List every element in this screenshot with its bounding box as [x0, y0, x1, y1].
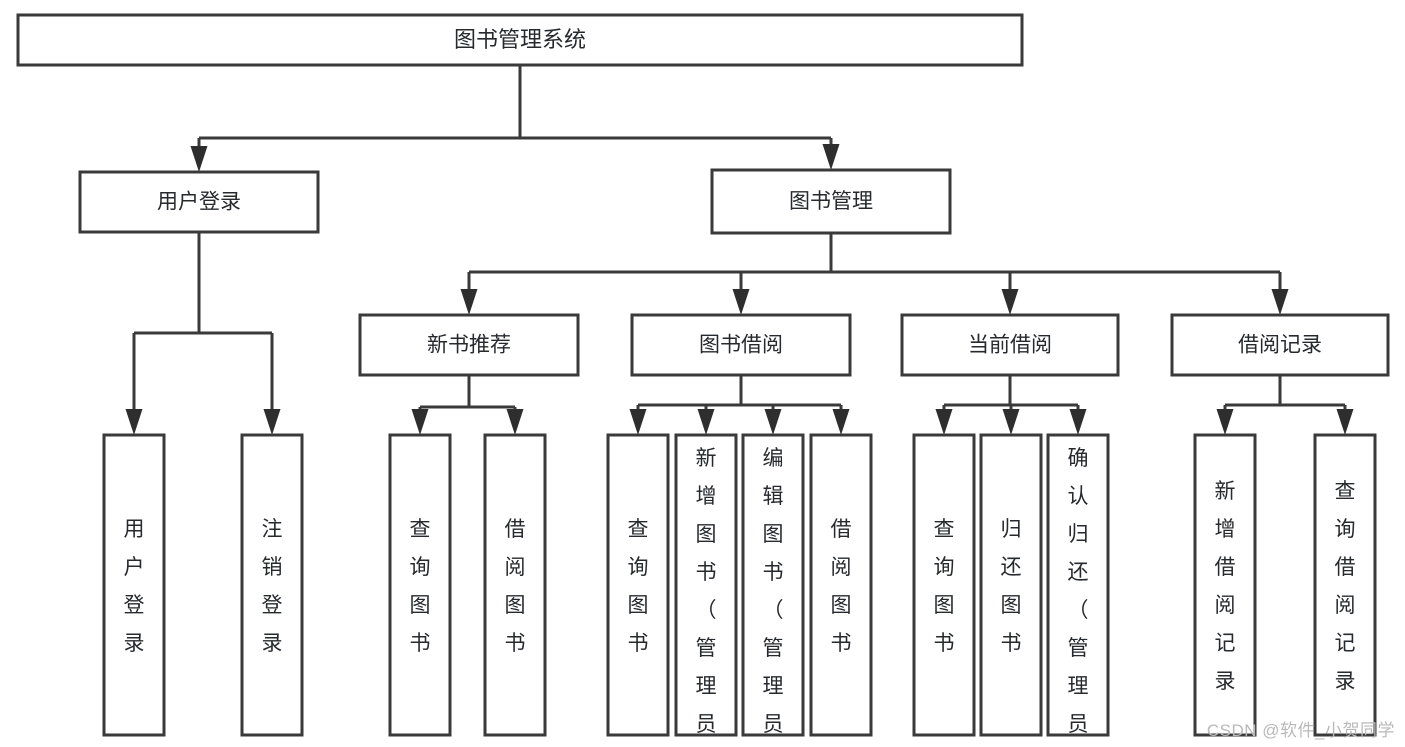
csdn-watermark: CSDN @软件_小贺同学 [1206, 721, 1395, 740]
node-label: 查询借阅记录 [1335, 480, 1356, 693]
node-label: 借阅记录 [1238, 334, 1322, 357]
node-label: 确认归还（管理员） [1068, 447, 1089, 747]
node-user-login[interactable]: 用户登录 [78, 170, 320, 234]
node-book-manage[interactable]: 图书管理 [710, 168, 952, 235]
node-current-borrow[interactable]: 当前借阅 [900, 313, 1120, 377]
node-leaf-query-book-borrow[interactable]: 查询图书 [606, 433, 670, 737]
node-label: 图书管理 [789, 190, 873, 213]
node-leaf-confirm-return[interactable]: 确认归还（管理员） [1046, 433, 1110, 747]
node-label: 图书管理系统 [454, 27, 586, 52]
node-label: 新增图书（管理员） [696, 447, 717, 747]
node-layer: 图书管理系统用户登录图书管理新书推荐图书借阅当前借阅借阅记录用户登录注销登录查询… [16, 13, 1390, 747]
node-new-book-recommend[interactable]: 新书推荐 [358, 313, 580, 377]
connector-group [190, 65, 840, 172]
node-leaf-query-book-cur[interactable]: 查询图书 [912, 433, 976, 737]
node-label: 查询图书 [628, 518, 649, 655]
node-label: 用户登录 [124, 518, 145, 655]
node-label: 图书借阅 [699, 334, 783, 357]
node-book-borrow[interactable]: 图书借阅 [630, 313, 852, 377]
node-label: 当前借阅 [968, 334, 1052, 357]
node-leaf-borrow-book[interactable]: 借阅图书 [809, 433, 873, 737]
node-leaf-add-borrow-record[interactable]: 新增借阅记录 [1193, 433, 1257, 737]
node-leaf-add-book[interactable]: 新增图书（管理员） [674, 433, 738, 747]
node-leaf-query-book-rec[interactable]: 查询图书 [388, 433, 452, 737]
node-label: 借阅图书 [831, 518, 852, 655]
node-label: 新增借阅记录 [1215, 480, 1236, 693]
node-label: 用户登录 [157, 191, 241, 214]
node-leaf-edit-book[interactable]: 编辑图书（管理员） [741, 433, 805, 747]
node-label: 查询图书 [934, 518, 955, 655]
connector-group [460, 233, 1289, 315]
connector-group [935, 375, 1087, 435]
node-label: 新书推荐 [427, 334, 511, 357]
node-leaf-query-borrow-record[interactable]: 查询借阅记录 [1313, 433, 1377, 737]
node-leaf-borrow-book-rec[interactable]: 借阅图书 [483, 433, 547, 737]
node-label: 借阅图书 [505, 518, 526, 655]
node-label: 编辑图书（管理员） [763, 447, 784, 747]
node-borrow-record[interactable]: 借阅记录 [1170, 313, 1390, 377]
connector-group [1216, 375, 1354, 435]
connector-group [629, 375, 850, 435]
node-label: 注销登录 [262, 518, 283, 655]
connector-group [125, 232, 281, 435]
connector-group [411, 375, 524, 435]
node-leaf-user-login[interactable]: 用户登录 [102, 433, 166, 737]
node-label: 查询图书 [410, 518, 431, 655]
node-leaf-logout[interactable]: 注销登录 [240, 433, 304, 737]
node-leaf-return-book[interactable]: 归还图书 [979, 433, 1043, 737]
connector-layer [125, 65, 1354, 435]
node-root[interactable]: 图书管理系统 [16, 13, 1024, 67]
node-label: 归还图书 [1001, 518, 1022, 655]
